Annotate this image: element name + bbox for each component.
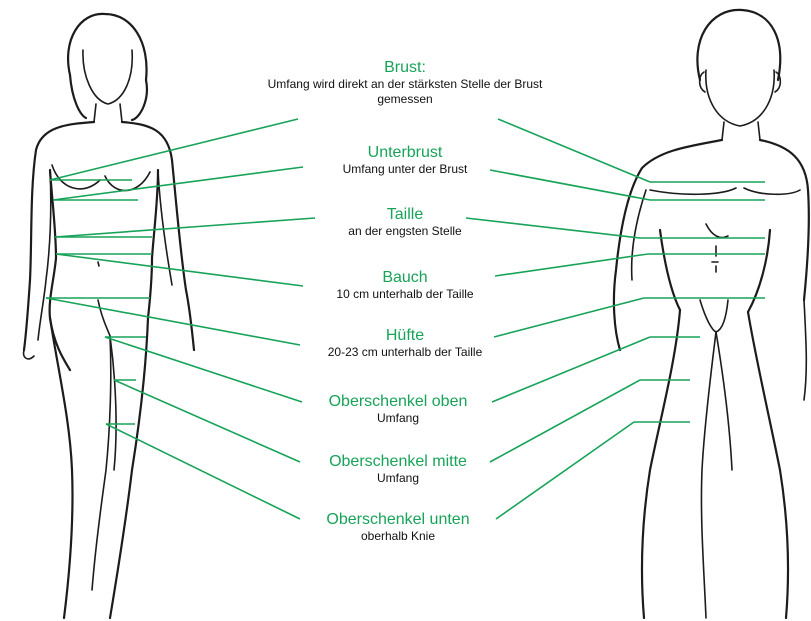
label-title: Brust: xyxy=(255,58,555,77)
label-description: an der engsten Stelle xyxy=(255,224,555,239)
label-unterbrust: Unterbrust Umfang unter der Brust xyxy=(255,143,555,177)
label-description: Umfang wird direkt an der stärksten Stel… xyxy=(255,77,555,107)
male-figure xyxy=(614,10,809,618)
label-title: Oberschenkel mitte xyxy=(248,452,548,471)
label-bauch: Bauch 10 cm unterhalb der Taille xyxy=(255,268,555,302)
label-oberschenkel-oben: Oberschenkel oben Umfang xyxy=(248,392,548,426)
label-title: Hüfte xyxy=(255,326,555,345)
label-title: Oberschenkel oben xyxy=(248,392,548,411)
label-title: Bauch xyxy=(255,268,555,287)
label-description: Umfang xyxy=(248,471,548,486)
label-oberschenkel-mitte: Oberschenkel mitte Umfang xyxy=(248,452,548,486)
label-description: Umfang unter der Brust xyxy=(255,162,555,177)
label-description: 20-23 cm unterhalb der Taille xyxy=(255,345,555,360)
label-description: Umfang xyxy=(248,411,548,426)
label-oberschenkel-unten: Oberschenkel unten oberhalb Knie xyxy=(248,510,548,544)
label-title: Unterbrust xyxy=(255,143,555,162)
label-brust: Brust: Umfang wird direkt an der stärkst… xyxy=(255,58,555,107)
female-figure xyxy=(24,14,194,618)
label-description: oberhalb Knie xyxy=(248,529,548,544)
label-description: 10 cm unterhalb der Taille xyxy=(255,287,555,302)
label-huefte: Hüfte 20-23 cm unterhalb der Taille xyxy=(255,326,555,360)
label-taille: Taille an der engsten Stelle xyxy=(255,205,555,239)
label-title: Oberschenkel unten xyxy=(248,510,548,529)
label-title: Taille xyxy=(255,205,555,224)
